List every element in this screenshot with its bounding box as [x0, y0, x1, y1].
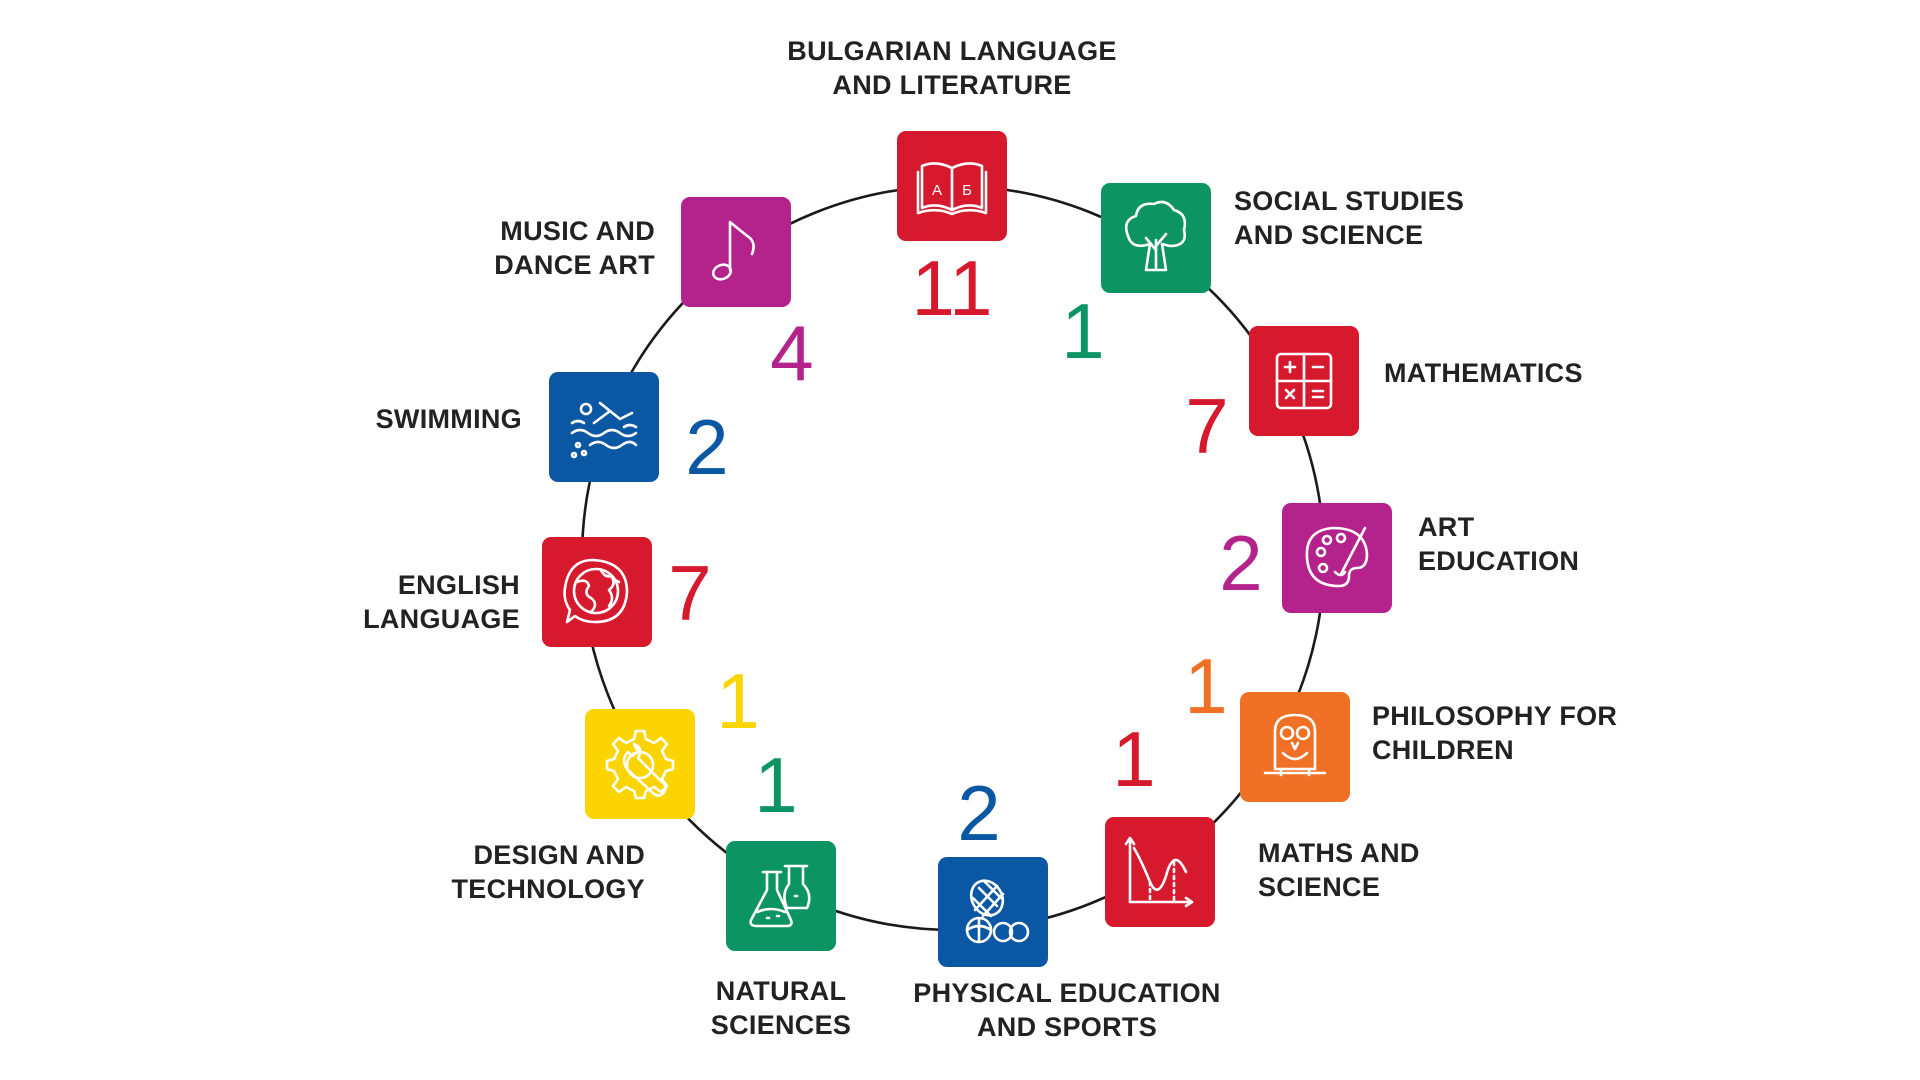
subject-node-design: DESIGN AND TECHNOLOGY 1 — [451, 657, 759, 904]
calculator-icon — [1275, 352, 1333, 410]
swimming-tile — [549, 372, 659, 482]
music-label-line: DANCE ART — [494, 250, 655, 280]
pe-count: 2 — [957, 769, 1000, 857]
design-label: DESIGN AND TECHNOLOGY — [451, 840, 645, 904]
music-note-icon — [711, 220, 755, 281]
philosophy-label: PHILOSOPHY FOR CHILDREN — [1372, 701, 1617, 765]
natural-label-line: SCIENCES — [711, 1010, 851, 1040]
music-label: MUSIC AND DANCE ART — [494, 216, 655, 280]
philosophy-label-line: PHILOSOPHY FOR — [1372, 701, 1617, 731]
english-count: 7 — [668, 549, 711, 637]
english-tile — [542, 537, 652, 647]
subject-node-art: ART EDUCATION 2 — [1219, 503, 1579, 613]
art-count: 2 — [1219, 519, 1262, 607]
mathematics-label-line: MATHEMATICS — [1384, 358, 1583, 388]
philosophy-label-line: CHILDREN — [1372, 735, 1514, 765]
design-label-line: DESIGN AND — [473, 840, 645, 870]
social-label-line: SOCIAL STUDIES — [1234, 186, 1464, 216]
gear-wrench-icon — [605, 729, 675, 800]
swimming-label-line: SWIMMING — [376, 404, 522, 434]
subject-node-english: ENGLISH LANGUAGE 7 — [363, 537, 712, 647]
bulgarian-label-line: BULGARIAN LANGUAGE — [787, 36, 1116, 66]
subject-node-swimming: SWIMMING 2 — [376, 372, 729, 491]
tree-icon — [1124, 200, 1187, 272]
subject-node-maths-science: MATHS AND SCIENCE 1 — [1105, 715, 1420, 927]
subject-node-philosophy: PHILOSOPHY FOR CHILDREN 1 — [1184, 642, 1617, 802]
social-count: 1 — [1061, 287, 1104, 375]
bulgarian-label-line: AND LITERATURE — [832, 70, 1071, 100]
palette-icon — [1305, 526, 1369, 588]
sports-balls-icon — [965, 879, 1030, 944]
maths-science-tile — [1105, 817, 1215, 927]
english-label: ENGLISH LANGUAGE — [363, 570, 520, 634]
bulgarian-label: BULGARIAN LANGUAGE AND LITERATURE — [787, 36, 1116, 100]
art-label-line: ART — [1418, 512, 1475, 542]
book-letter-a: А — [932, 182, 942, 199]
flasks-icon — [749, 864, 811, 928]
subject-node-mathematics: MATHEMATICS 7 — [1185, 326, 1582, 470]
philosophy-count: 1 — [1184, 642, 1227, 730]
natural-label-line: NATURAL — [716, 976, 847, 1006]
art-label: ART EDUCATION — [1418, 512, 1579, 576]
design-count: 1 — [716, 657, 759, 745]
book-letter-b: Б — [962, 182, 972, 199]
art-label-line: EDUCATION — [1418, 546, 1579, 576]
maths-science-count: 1 — [1112, 715, 1155, 803]
graph-icon — [1124, 836, 1194, 908]
music-label-line: MUSIC AND — [500, 216, 655, 246]
subject-node-music: MUSIC AND DANCE ART 4 — [494, 197, 814, 397]
swimmer-icon — [570, 401, 638, 459]
maths-science-label-line: MATHS AND — [1258, 838, 1420, 868]
design-label-line: TECHNOLOGY — [451, 874, 645, 904]
maths-science-label-line: SCIENCE — [1258, 872, 1380, 902]
bulgarian-count: 11 — [912, 244, 993, 332]
design-tile — [585, 709, 695, 819]
social-label: SOCIAL STUDIES AND SCIENCE — [1234, 186, 1464, 250]
english-label-line: ENGLISH — [398, 570, 520, 600]
swimming-label: SWIMMING — [376, 404, 522, 434]
subject-node-pe: PHYSICAL EDUCATION AND SPORTS 2 — [913, 769, 1220, 1042]
subject-node-natural: NATURAL SCIENCES 1 — [711, 741, 851, 1040]
pe-label-line: PHYSICAL EDUCATION — [913, 978, 1220, 1008]
pe-label: PHYSICAL EDUCATION AND SPORTS — [913, 978, 1220, 1042]
natural-label: NATURAL SCIENCES — [711, 976, 851, 1040]
social-label-line: AND SCIENCE — [1234, 220, 1423, 250]
social-tile — [1101, 183, 1211, 293]
mathematics-count: 7 — [1185, 382, 1228, 470]
english-label-line: LANGUAGE — [363, 604, 520, 634]
art-tile — [1282, 503, 1392, 613]
mathematics-label: MATHEMATICS — [1384, 358, 1583, 388]
pe-tile — [938, 857, 1048, 967]
music-count: 4 — [770, 309, 813, 397]
owl-icon — [1263, 713, 1327, 777]
swimming-count: 2 — [685, 403, 728, 491]
natural-count: 1 — [754, 741, 797, 829]
music-tile — [681, 197, 791, 307]
pe-label-line: AND SPORTS — [977, 1012, 1157, 1042]
globe-speech-icon — [563, 558, 629, 624]
subject-node-social: SOCIAL STUDIES AND SCIENCE 1 — [1061, 183, 1464, 375]
maths-science-label: MATHS AND SCIENCE — [1258, 838, 1420, 902]
